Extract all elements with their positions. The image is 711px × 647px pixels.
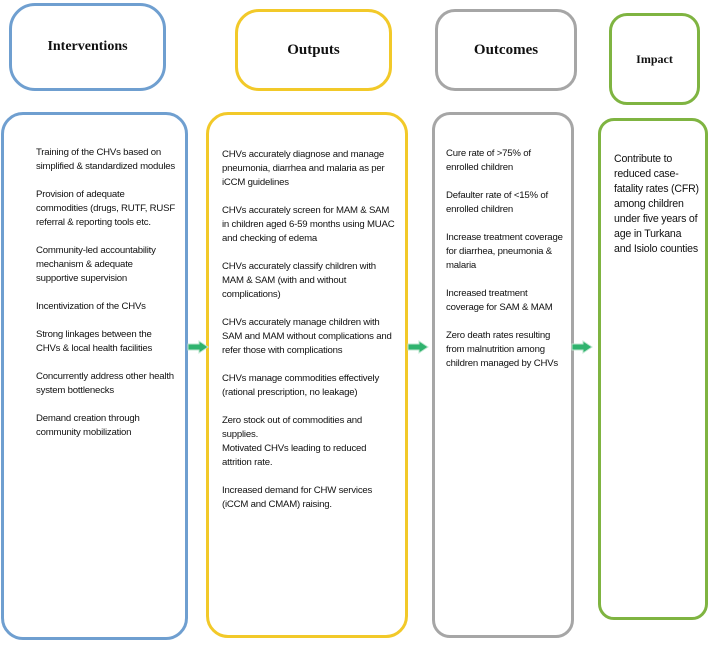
outcome-item: Cure rate of >75% of enrolled children (446, 148, 531, 173)
outputs-box: CHVs accurately diagnose and manage pneu… (206, 112, 408, 638)
impact-title: Impact (636, 51, 673, 66)
outcomes-title: Outcomes (473, 41, 539, 58)
outputs-title: Outputs (287, 41, 340, 58)
right-arrow-icon (571, 340, 593, 354)
interventions-box: Training of the CHVs based on simplified… (1, 112, 188, 640)
output-item: CHVs accurately classify children with M… (222, 261, 376, 300)
outcomes-list: Cure rate of >75% of enrolled children D… (435, 115, 571, 385)
intervention-item: Incentivization of the CHVs (36, 301, 146, 312)
output-item: Zero stock out of commodities and suppli… (222, 415, 363, 440)
right-arrow-icon (407, 340, 429, 354)
right-arrow-icon (187, 340, 209, 354)
impact-list: Contribute to reduced case-fatality rate… (601, 121, 705, 257)
intervention-item: Concurrently address other health system… (36, 371, 174, 396)
output-item: CHVs accurately screen for MAM & SAM in … (222, 205, 395, 244)
impact-item: Contribute to reduced case-fatality rate… (614, 153, 699, 255)
outcome-item: Zero death rates resulting from malnutri… (446, 330, 558, 369)
outputs-list: CHVs accurately diagnose and manage pneu… (209, 115, 405, 526)
interventions-header: Interventions (9, 3, 166, 91)
interventions-list: Training of the CHVs based on simplified… (4, 115, 185, 454)
output-item: CHVs accurately manage children with SAM… (222, 317, 392, 356)
intervention-item: Community-led accountability mechanism &… (36, 245, 156, 284)
output-item: CHVs accurately diagnose and manage pneu… (222, 149, 385, 188)
intervention-item: Provision of adequate commodities (drugs… (36, 189, 175, 228)
impact-box: Contribute to reduced case-fatality rate… (598, 118, 708, 620)
intervention-item: Demand creation through community mobili… (36, 413, 140, 438)
outputs-header: Outputs (235, 9, 392, 91)
outcomes-box: Cure rate of >75% of enrolled children D… (432, 112, 574, 638)
output-item: Increased demand for CHW services (iCCM … (222, 485, 373, 510)
interventions-title: Interventions (47, 39, 128, 54)
intervention-item: Training of the CHVs based on simplified… (36, 147, 175, 172)
output-item: Motivated CHVs leading to reduced attrit… (222, 443, 367, 468)
outcome-item: Increased treatment coverage for SAM & M… (446, 288, 553, 313)
outcomes-header: Outcomes (435, 9, 577, 91)
impact-header: Impact (609, 13, 700, 105)
intervention-item: Strong linkages between the CHVs & local… (36, 329, 153, 354)
outcome-item: Increase treatment coverage for diarrhea… (446, 232, 563, 271)
output-item: CHVs manage commodities effectively (rat… (222, 373, 380, 398)
outcome-item: Defaulter rate of <15% of enrolled child… (446, 190, 548, 215)
